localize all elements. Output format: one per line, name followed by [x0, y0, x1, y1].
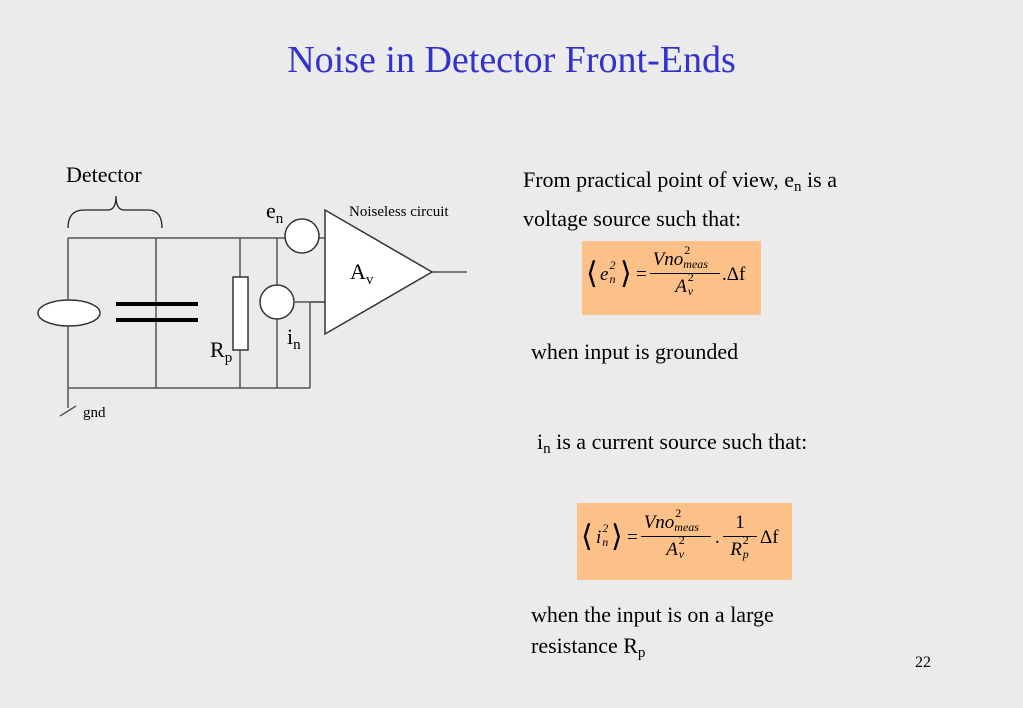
- eq2-lhs-sub: n: [602, 535, 609, 549]
- detector-source: [37, 299, 101, 327]
- eq2-dot: .: [715, 527, 720, 548]
- eq2-lhs: ⟨: [581, 520, 593, 553]
- eq1-lhs-base: e: [600, 264, 609, 285]
- av-label: Av: [350, 259, 373, 289]
- eq1-num-sup: 2: [684, 243, 691, 257]
- large-resistance-text: when the input is on a large resistance …: [531, 599, 774, 669]
- eq2-lhs-base: i: [596, 527, 602, 548]
- eq1-tail: .Δf: [722, 264, 746, 285]
- eq1-den-sup: 2: [687, 270, 694, 284]
- eq1-equals: =: [636, 264, 647, 285]
- eq1-den-sub: v: [687, 284, 694, 298]
- grounded-text: when input is grounded: [531, 339, 739, 364]
- eq1-num-sub: meas: [683, 257, 708, 271]
- intro-line1-b: is a: [801, 167, 837, 192]
- eq2-r-sup: 2: [742, 533, 749, 547]
- gnd-tick: [59, 405, 77, 417]
- large-line2-a: resistance R: [531, 633, 638, 658]
- current-in-sub: n: [543, 441, 551, 457]
- in-main: i: [287, 324, 294, 349]
- eq2-equals: =: [627, 527, 638, 548]
- current-in-rest: is a current source such that:: [550, 429, 808, 454]
- intro-text: From practical point of view, en is a vo…: [523, 164, 837, 234]
- noiseless-circuit-label: Noiseless circuit: [349, 204, 449, 220]
- av-main: A: [350, 259, 366, 284]
- eq1-rangle: ⟩: [620, 257, 632, 290]
- capacitor-plate-top: [116, 302, 198, 306]
- en-sub: n: [275, 211, 284, 227]
- eq2-num-sup: 2: [675, 506, 682, 520]
- resistor-rp: [232, 276, 249, 351]
- page-number: 22: [915, 654, 931, 671]
- intro-line1-a: From practical point of view, e: [523, 167, 795, 192]
- intro-line1-sub: n: [794, 179, 802, 195]
- gnd-label: gnd: [83, 405, 106, 421]
- amplifier-triangle: [324, 208, 434, 336]
- eq2-den-sub: v: [678, 547, 685, 561]
- capacitor-plate-bottom: [116, 318, 198, 322]
- eq2-tail: Δf: [760, 527, 779, 548]
- eq2-rangle: ⟩: [611, 520, 623, 553]
- eq2-den-sup: 2: [678, 533, 685, 547]
- intro-line2: voltage source such that:: [523, 206, 742, 231]
- current-source-in: [259, 284, 295, 320]
- eq2-r-sub: p: [742, 547, 749, 561]
- rp-sub: p: [224, 350, 233, 366]
- eq1-lhs: ⟨: [586, 257, 598, 290]
- rp-main: R: [210, 337, 225, 362]
- voltage-source-en: [284, 218, 320, 254]
- in-sub: n: [293, 337, 301, 353]
- av-sub: v: [365, 272, 374, 288]
- rp-label: Rp: [210, 337, 232, 367]
- eq2-num-sub: meas: [674, 520, 699, 534]
- eq2-one: 1: [735, 512, 745, 533]
- en-label: en: [266, 198, 283, 228]
- current-source-text: in is a current source such that:: [537, 426, 807, 465]
- large-line2-sub: p: [637, 645, 646, 661]
- eq1-lhs-sub: n: [609, 272, 616, 286]
- in-label: in: [287, 324, 301, 354]
- en-main: e: [266, 198, 276, 223]
- eq2-lhs-sup: 2: [602, 521, 609, 535]
- page-title: Noise in Detector Front-Ends: [287, 39, 736, 81]
- detector-brace: [67, 195, 163, 229]
- current-in-main: i: [537, 429, 544, 454]
- large-line1: when the input is on a large: [531, 602, 774, 627]
- detector-label: Detector: [66, 162, 142, 187]
- eq1-lhs-sup: 2: [609, 258, 616, 272]
